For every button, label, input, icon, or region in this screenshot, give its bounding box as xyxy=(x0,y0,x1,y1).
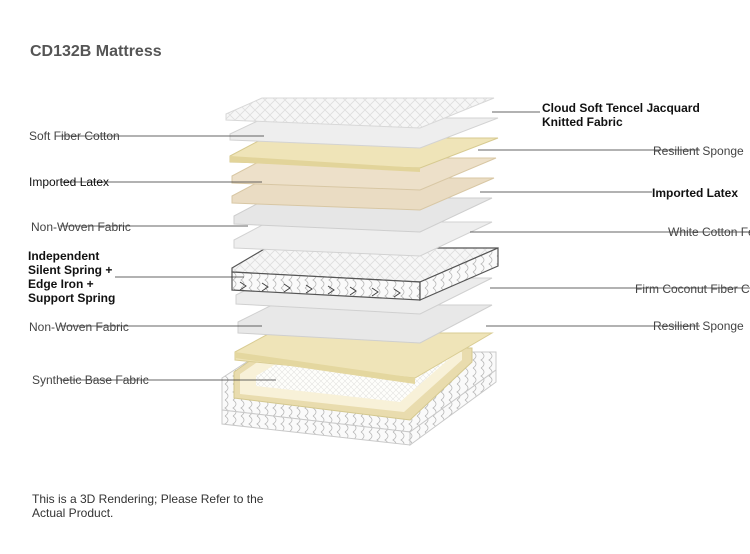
label-soft-fiber-cotton: Soft Fiber Cotton xyxy=(29,129,120,143)
label-resilient-sponge-bottom: Resilient Sponge xyxy=(653,319,744,333)
page-title: CD132B Mattress xyxy=(30,43,162,60)
label-cloud-fabric: Cloud Soft Tencel Jacquard Knitted Fabri… xyxy=(542,101,700,129)
leader-lines xyxy=(60,111,750,381)
spring-unit-layer xyxy=(231,247,499,301)
label-white-cotton-felt: White Cotton Felt xyxy=(668,225,750,239)
label-non-woven-bottom: Non-Woven Fabric xyxy=(29,320,129,334)
non-woven-bottom-layer xyxy=(237,304,493,344)
label-imported-latex-right: Imported Latex xyxy=(652,186,739,200)
imported-latex-layers xyxy=(231,157,497,211)
label-coconut-fiber: Firm Coconut Fiber Cotton xyxy=(635,282,750,296)
label-synthetic-base: Synthetic Base Fabric xyxy=(32,373,149,387)
rendering-note: This is a 3D Rendering; Please Refer to … xyxy=(32,492,264,520)
label-spring-unit: Independent Silent Spring + Edge Iron + … xyxy=(28,249,116,305)
resilient-sponge-bottom-layer xyxy=(234,332,494,384)
label-non-woven-top: Non-Woven Fabric xyxy=(31,220,131,234)
top-fabric-layer xyxy=(225,97,495,129)
label-imported-latex-left: Imported Latex xyxy=(29,175,110,189)
label-resilient-sponge-top: Resilient Sponge xyxy=(653,144,744,158)
